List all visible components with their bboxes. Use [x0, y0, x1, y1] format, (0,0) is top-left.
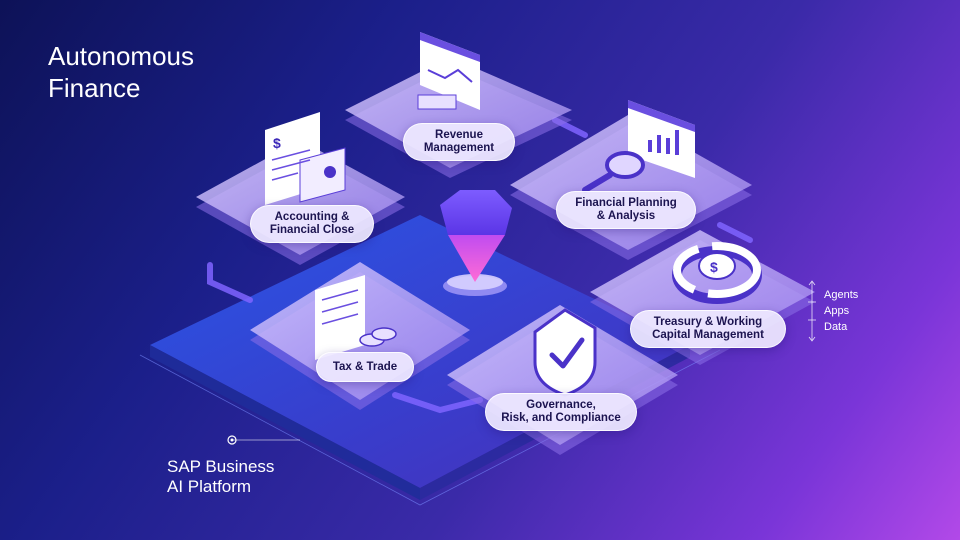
module-tax-trade[interactable]: Tax & Trade	[316, 352, 414, 382]
module-planning-line-2: & Analysis	[596, 210, 656, 222]
module-revenue-management[interactable]: Revenue Management	[403, 123, 515, 161]
module-revenue-line-1: Revenue	[435, 129, 483, 141]
module-treasury-working-capital[interactable]: Treasury & Working Capital Management	[630, 310, 786, 348]
title-line-2: Finance	[48, 73, 141, 103]
page-title: Autonomous Finance	[48, 40, 288, 104]
layer-label-data: Data	[824, 321, 848, 333]
magnifier-chart-icon	[582, 100, 695, 193]
layer-label-apps: Apps	[824, 305, 850, 317]
platform-label-line-2: AI Platform	[167, 477, 252, 496]
chart-window-icon	[417, 32, 480, 110]
module-revenue-line-2: Management	[423, 142, 495, 154]
module-planning-line-1: Financial Planning	[575, 197, 677, 209]
layer-label-agents: Agents	[824, 289, 859, 301]
tax-document-coins-icon	[315, 275, 397, 360]
platform-label-line-1: SAP Business	[167, 457, 275, 476]
svg-text:$: $	[273, 135, 281, 151]
connector-paths	[207, 117, 753, 414]
module-accounting-line-1: Accounting &	[274, 211, 350, 223]
tile-tax	[250, 262, 470, 410]
central-gem-icon	[440, 190, 512, 296]
module-governance-risk-compliance[interactable]: Governance, Risk, and Compliance	[485, 393, 637, 431]
invoice-document-icon: $	[265, 112, 346, 205]
platform-label: SAP Business AI Platform	[167, 457, 307, 497]
tile-revenue	[345, 32, 572, 178]
dollar-cycle-icon: $	[672, 242, 762, 304]
module-governance-line-2: Risk, and Compliance	[501, 412, 621, 424]
layer-legend-bracket	[808, 280, 816, 342]
module-tax-line-1: Tax & Trade	[332, 360, 398, 373]
module-treasury-line-1: Treasury & Working	[653, 316, 763, 328]
module-accounting-financial-close[interactable]: Accounting & Financial Close	[250, 205, 374, 243]
title-line-1: Autonomous	[48, 41, 194, 71]
module-governance-line-1: Governance,	[526, 399, 596, 411]
svg-text:$: $	[710, 259, 718, 275]
module-treasury-line-2: Capital Management	[652, 329, 764, 341]
layer-legend: Agents Apps Data	[808, 287, 858, 335]
module-accounting-line-2: Financial Close	[269, 224, 355, 236]
module-financial-planning-analysis[interactable]: Financial Planning & Analysis	[556, 191, 696, 229]
